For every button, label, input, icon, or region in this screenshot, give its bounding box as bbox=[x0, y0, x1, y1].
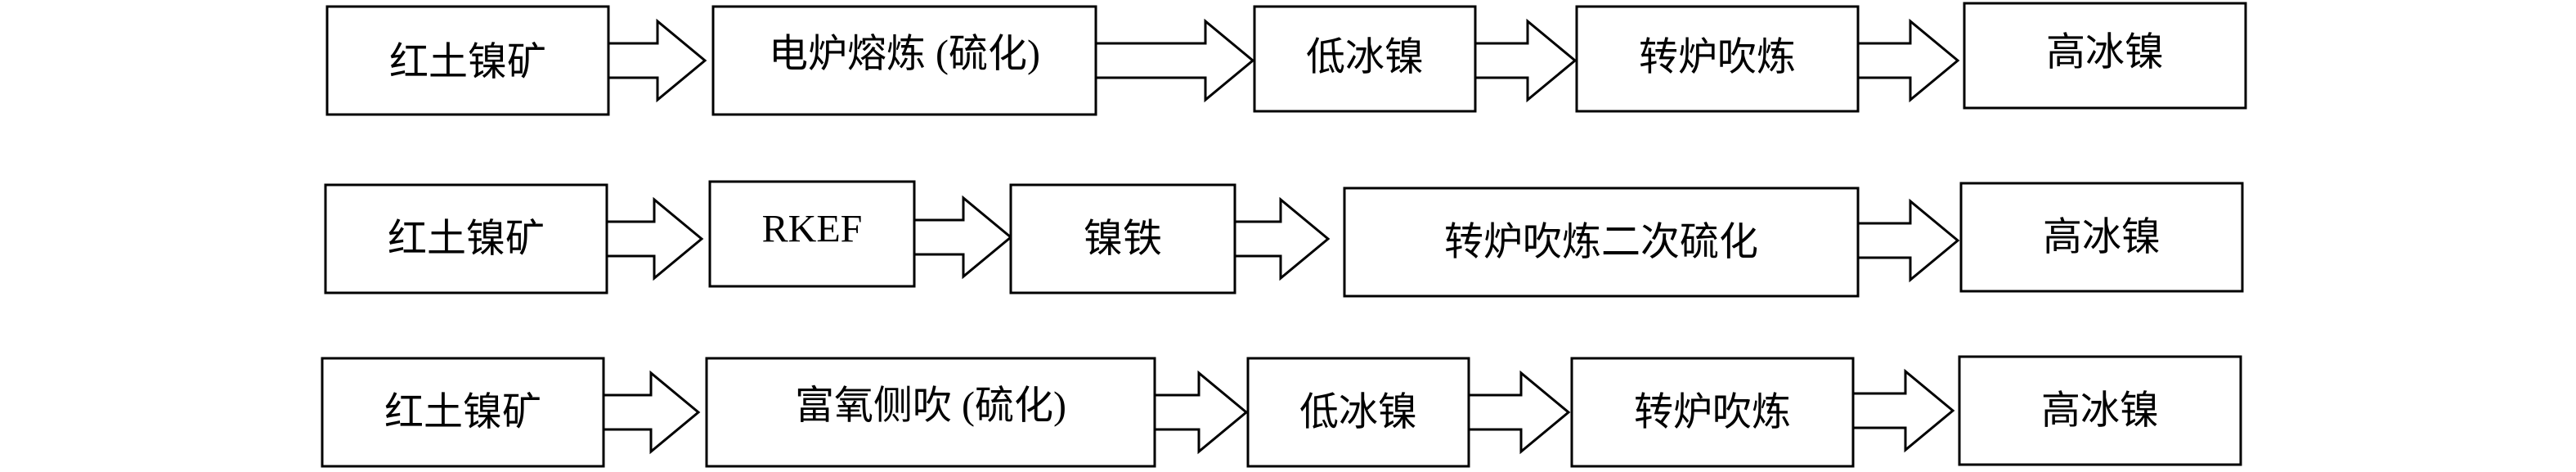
node-label: 转炉吹炼 bbox=[1634, 391, 1791, 434]
node-converter-blowing-secondary-sulfidation: 转炉吹炼二次硫化 bbox=[1343, 187, 1860, 298]
flow-row-1: 红土镍矿 电炉熔炼 (硫化) 低冰镍 转炉吹炼 高冰镍 bbox=[325, 2, 2247, 116]
flow-row-2: 红土镍矿 RKEF 镍铁 转炉吹炼二次硫化 高冰镍 bbox=[324, 180, 2244, 298]
node-high-grade-matte: 高冰镍 bbox=[1963, 2, 2247, 110]
node-ferronickel: 镍铁 bbox=[1009, 183, 1236, 294]
node-label: 电炉熔炼 (硫化) bbox=[769, 33, 1040, 76]
node-label: 富氧侧吹 (硫化) bbox=[795, 384, 1066, 428]
flow-arrow bbox=[1153, 370, 1249, 455]
node-oxygen-enriched-side-blowing: 富氧侧吹 (硫化) bbox=[705, 357, 1156, 468]
node-label: 高冰镍 bbox=[2043, 216, 2161, 259]
flow-row-3: 红土镍矿 富氧侧吹 (硫化) 低冰镍 转炉吹炼 高冰镍 bbox=[321, 355, 2242, 468]
node-rkef: RKEF bbox=[708, 180, 916, 288]
node-laterite-ore: 红土镍矿 bbox=[324, 183, 608, 294]
node-electric-furnace-smelting: 电炉熔炼 (硫化) bbox=[711, 5, 1097, 116]
node-high-grade-matte: 高冰镍 bbox=[1958, 355, 2242, 466]
flow-arrow bbox=[913, 195, 1013, 280]
node-low-grade-matte: 低冰镍 bbox=[1246, 357, 1470, 468]
node-laterite-ore: 红土镍矿 bbox=[321, 357, 605, 468]
node-label: RKEF bbox=[762, 208, 863, 251]
flow-arrow bbox=[607, 18, 707, 103]
node-low-grade-matte: 低冰镍 bbox=[1253, 5, 1477, 113]
node-label: 低冰镍 bbox=[1306, 36, 1424, 79]
flow-arrow bbox=[1851, 368, 1955, 453]
flow-arrow bbox=[602, 370, 701, 455]
node-laterite-ore: 红土镍矿 bbox=[325, 5, 610, 116]
flow-arrow bbox=[1094, 18, 1255, 103]
node-label: 红土镍矿 bbox=[388, 218, 545, 261]
node-label: 转炉吹炼 bbox=[1639, 36, 1796, 79]
node-converter-blowing: 转炉吹炼 bbox=[1570, 357, 1855, 468]
flow-arrow bbox=[1856, 18, 1960, 103]
node-label: 红土镍矿 bbox=[384, 391, 541, 434]
node-high-grade-matte: 高冰镍 bbox=[1959, 182, 2244, 293]
node-label: 低冰镍 bbox=[1299, 391, 1417, 434]
flow-arrow bbox=[1233, 196, 1331, 281]
flow-arrow bbox=[1856, 198, 1960, 283]
flow-arrow bbox=[605, 196, 704, 281]
flow-arrow bbox=[1467, 370, 1571, 455]
flow-arrow bbox=[1474, 18, 1577, 103]
node-label: 高冰镍 bbox=[2041, 389, 2159, 433]
node-label: 转炉吹炼二次硫化 bbox=[1444, 221, 1758, 264]
node-converter-blowing: 转炉吹炼 bbox=[1575, 5, 1860, 113]
node-label: 高冰镍 bbox=[2046, 31, 2164, 74]
node-label: 镍铁 bbox=[1084, 218, 1162, 261]
node-label: 红土镍矿 bbox=[389, 41, 546, 84]
